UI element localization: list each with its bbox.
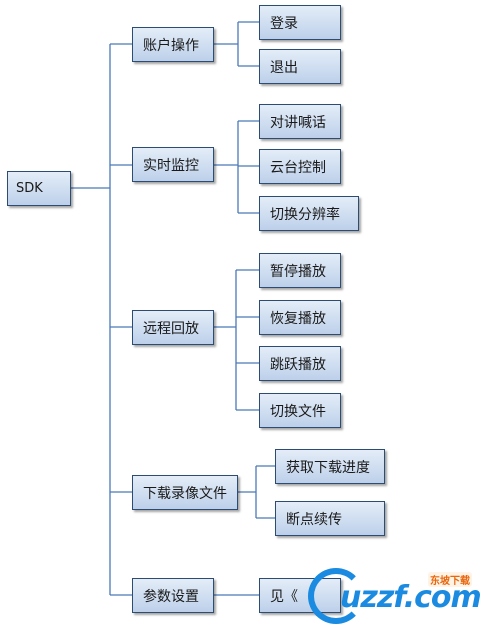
- group-label: 实时监控: [143, 157, 199, 174]
- leaf-label: 跳跃播放: [270, 356, 326, 373]
- leaf-label: 切换分辨率: [270, 206, 340, 223]
- leaf-label: 退出: [270, 59, 298, 76]
- leaf-label: 登录: [270, 15, 298, 32]
- leaf-node-login: 登录: [259, 5, 341, 40]
- root-node-sdk: SDK: [7, 171, 71, 206]
- group-node-parameter-settings: 参数设置: [132, 578, 214, 613]
- group-node-account: 账户操作: [132, 27, 214, 62]
- group-label: 账户操作: [143, 37, 199, 54]
- group-node-remote-playback: 远程回放: [132, 310, 214, 345]
- leaf-node-resume-playback: 恢复播放: [259, 300, 341, 335]
- site-watermark: uzzf.com 东坡下载: [300, 562, 481, 626]
- leaf-node-jump-playback: 跳跃播放: [259, 346, 341, 381]
- leaf-node-switch-file: 切换文件: [259, 393, 341, 428]
- leaf-label: 暂停播放: [270, 263, 326, 280]
- leaf-node-pause-playback: 暂停播放: [259, 253, 341, 288]
- root-node-label: SDK: [16, 181, 43, 196]
- group-node-live-monitor: 实时监控: [132, 147, 214, 182]
- group-label: 参数设置: [143, 588, 199, 605]
- leaf-label: 对讲喊话: [270, 114, 326, 131]
- leaf-node-intercom: 对讲喊话: [259, 104, 341, 139]
- leaf-node-ptz-control: 云台控制: [259, 149, 341, 184]
- leaf-node-download-progress: 获取下载进度: [275, 449, 385, 484]
- leaf-label: 恢复播放: [270, 310, 326, 327]
- leaf-label: 切换文件: [270, 403, 326, 420]
- leaf-label: 断点续传: [286, 511, 342, 528]
- leaf-node-switch-resolution: 切换分辨率: [259, 196, 359, 231]
- leaf-label: 云台控制: [270, 159, 326, 176]
- leaf-node-resume-download: 断点续传: [275, 501, 385, 536]
- watermark-logo-icon: [308, 568, 364, 624]
- group-label: 远程回放: [143, 320, 199, 337]
- leaf-label: 获取下载进度: [286, 459, 370, 476]
- group-label: 下载录像文件: [143, 485, 227, 502]
- leaf-node-logout: 退出: [259, 49, 341, 84]
- group-node-download-recording: 下载录像文件: [132, 475, 238, 510]
- leaf-label: 见《: [270, 588, 298, 605]
- watermark-tag: 东坡下载: [428, 572, 472, 587]
